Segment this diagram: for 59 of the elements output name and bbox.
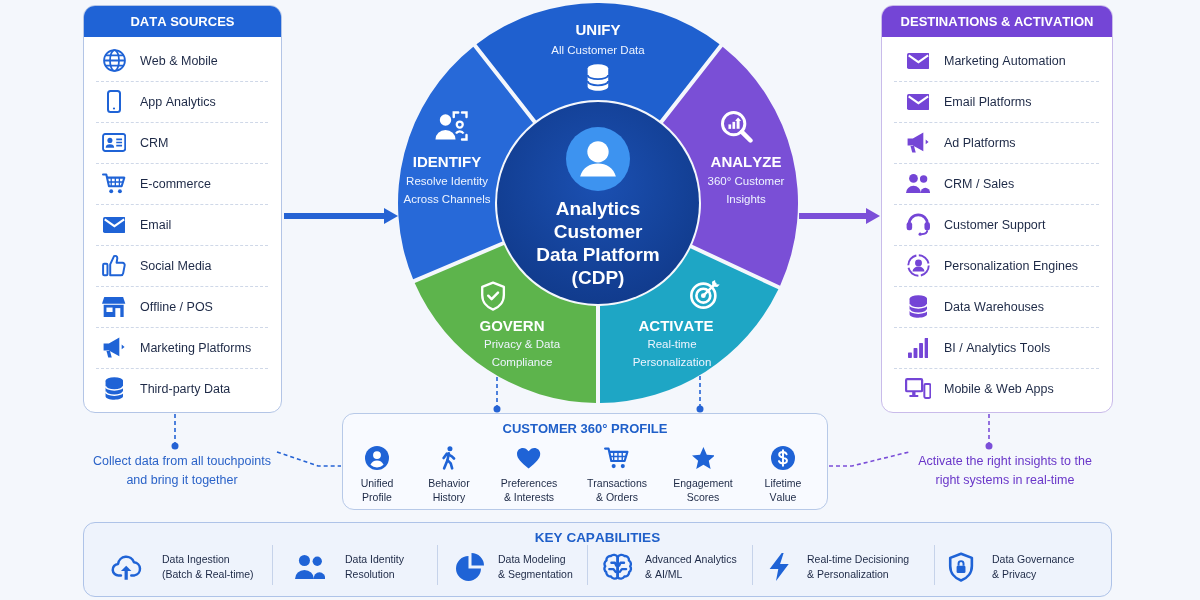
- segment-subtitle: Privacy & Data Compliance: [482, 337, 562, 370]
- capability-label: Data Governance & Privacy: [992, 552, 1076, 582]
- list-item-label: Ad Platforms: [944, 134, 1016, 152]
- arrow: [284, 208, 398, 224]
- capability-label: Advanced Analytics & AI/ML: [645, 552, 738, 582]
- list-item-label: E-commerce: [140, 175, 211, 193]
- segment-title: GOVERN: [479, 317, 545, 335]
- profile-item-label: Unified Profile: [359, 476, 395, 504]
- list-item-label: Mobile & Web Apps: [944, 380, 1054, 398]
- dashed-connector: [276, 451, 342, 467]
- capability-label: Data Modeling & Segmentation: [498, 552, 574, 582]
- dot-leader-line: [696, 375, 704, 413]
- list-item-label: App Analytics: [140, 93, 216, 111]
- list-panel: [83, 5, 282, 413]
- segment-subtitle: 360° Customer Insights: [706, 174, 786, 207]
- dashed-connector: [828, 451, 910, 467]
- list-item-label: Marketing Platforms: [140, 339, 252, 357]
- dot-leader-line: [493, 376, 501, 413]
- profile-item-label: Preferences & Interests: [499, 476, 559, 504]
- profile-item-label: Behavior History: [427, 476, 471, 504]
- hub-title: Analytics Customer Data Platform (CDP): [535, 197, 661, 289]
- profile-item-label: Engagement Scores: [672, 476, 734, 504]
- list-item-label: Third-party Data: [140, 380, 231, 398]
- panel-title: CUSTOMER 360° PROFILE: [502, 421, 668, 437]
- list-item-label: Data Warehouses: [944, 298, 1045, 316]
- segment-subtitle: All Customer Data: [550, 43, 646, 58]
- list-item-label: Personalization Engines: [944, 257, 1079, 275]
- profile-item-label: Transactions & Orders: [586, 476, 648, 504]
- arrow: [799, 208, 880, 224]
- segment-title: IDENTIFY: [412, 153, 482, 171]
- list-item-label: CRM: [140, 134, 169, 152]
- list-item-label: BI / Analytics Tools: [944, 339, 1051, 357]
- list-item-label: Marketing Automation: [944, 52, 1066, 70]
- list-item-label: Customer Support: [944, 216, 1046, 234]
- segment-title: ANALYZE: [710, 153, 782, 171]
- segment-title: ACTIVATE: [638, 317, 714, 335]
- list-item-label: Offline / POS: [140, 298, 213, 316]
- segment-subtitle: Resolve Identity Across Channels: [402, 174, 492, 207]
- list-item-label: CRM / Sales: [944, 175, 1015, 193]
- segment-title: UNIFY: [575, 21, 621, 39]
- panel-header: DATA SOURCES: [84, 6, 281, 37]
- list-panel: [881, 5, 1113, 413]
- list-item-label: Web & Mobile: [140, 52, 218, 70]
- list-item-label: Social Media: [140, 257, 212, 275]
- dot-leader-line: [985, 413, 993, 450]
- capability-label: Data Identity Resolution: [345, 552, 405, 582]
- note-text: Activate the right insights to the right systems in real-time: [911, 452, 1099, 490]
- note-text: Collect data from all touchpoints and bring it together: [88, 452, 276, 490]
- list-item-label: Email: [140, 216, 172, 234]
- capability-label: Real-time Decisioning & Personalization: [807, 552, 911, 582]
- dot-leader-line: [171, 413, 179, 450]
- panel-header: DESTINATIONS & ACTIVATION: [882, 6, 1112, 37]
- segment-subtitle: Real-time Personalization: [631, 337, 713, 370]
- panel-title: KEY CAPABILITIES: [534, 530, 661, 546]
- profile-item-label: Lifetime Value: [763, 476, 803, 504]
- capability-label: Data Ingestion (Batch & Real-time): [162, 552, 255, 582]
- capabilities-panel: [83, 522, 1112, 597]
- list-item-label: Email Platforms: [944, 93, 1032, 111]
- profile-panel: [342, 413, 828, 510]
